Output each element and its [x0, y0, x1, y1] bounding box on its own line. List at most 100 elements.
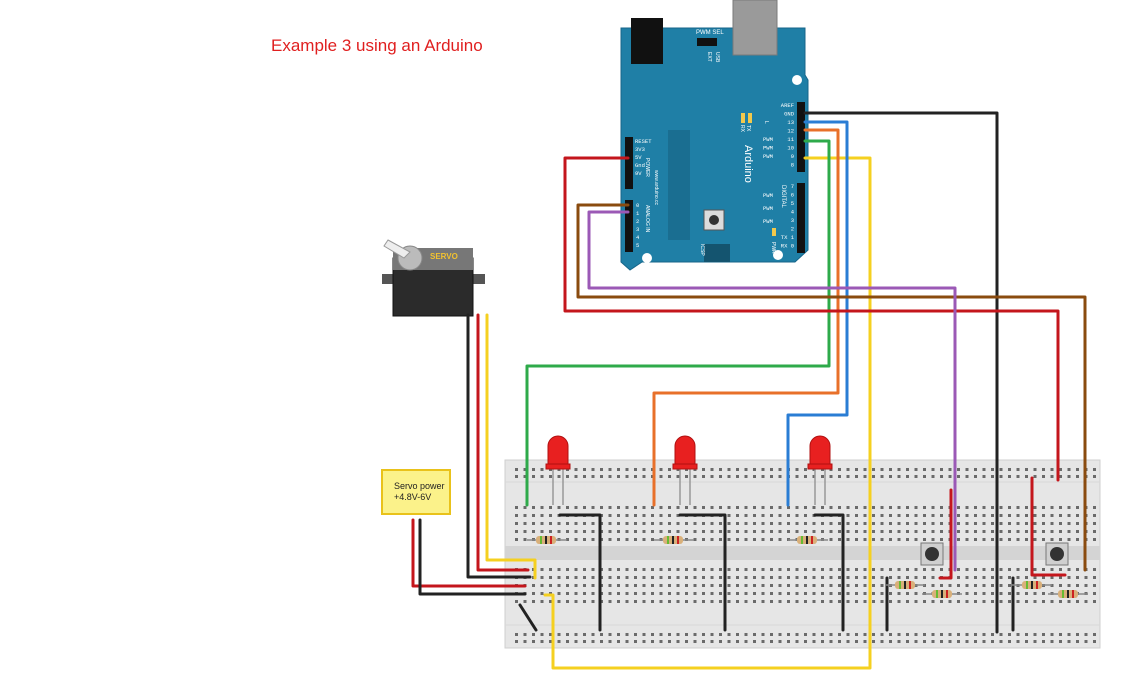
digital-pin-label: TX 1 — [781, 234, 795, 241]
breadboard-holes — [515, 468, 1096, 643]
arduino-board: PWM SEL Arduino www.arduino.cc DIGITAL P… — [620, 0, 809, 271]
digital-pin-label: 7 — [791, 183, 794, 190]
led-2 — [672, 435, 698, 505]
power-pin-label: RESET — [635, 138, 652, 145]
wire-led3-gnd — [813, 513, 845, 632]
icsp-label: ICSP — [699, 244, 705, 256]
usb-label: USB — [714, 52, 720, 63]
power-pin-label: 3V3 — [635, 146, 645, 153]
resistor-7 — [1048, 590, 1088, 598]
reset-button-cap — [709, 215, 719, 225]
digital-header-bottom — [797, 183, 805, 253]
servo-power-line1: Servo power — [394, 481, 445, 491]
pushbutton-2 — [1045, 542, 1069, 566]
power-pin-label: 5V — [635, 154, 642, 161]
resistor-1 — [527, 536, 567, 544]
wire-servo-red — [476, 313, 530, 572]
pwm-mark: PWM — [763, 145, 773, 152]
digital-pin-label: 13 — [787, 119, 794, 126]
rx-led — [748, 113, 752, 123]
digital-label: DIGITAL — [780, 185, 786, 209]
mount-hole-3 — [773, 250, 783, 260]
l-led-label: L — [763, 121, 769, 124]
digital-header-top — [797, 102, 805, 172]
power-label: POWER — [644, 158, 650, 177]
analog-pin-label: 0 — [636, 202, 639, 209]
resistor-3 — [788, 536, 828, 544]
servo-motor: SERVO — [382, 239, 485, 317]
digital-pin-label: 11 — [787, 136, 794, 143]
mount-hole-1 — [792, 75, 802, 85]
pwm-mark: PWM — [763, 205, 773, 212]
digital-pin-label: 10 — [787, 145, 794, 152]
servo-power-note: Servo power +4.8V-6V — [381, 469, 451, 515]
pwm-sel-jumper — [697, 38, 717, 46]
mount-hole-2 — [642, 253, 652, 263]
digital-pin-label: 9 — [791, 153, 794, 160]
wire-servo-black — [466, 313, 532, 579]
pwm-mark: PWM — [763, 218, 773, 225]
led-3 — [807, 435, 833, 505]
pwm-sel-label: PWM SEL — [696, 30, 724, 36]
rx-label: RX — [739, 125, 745, 133]
pwr-led — [772, 228, 776, 236]
pwm-mark: PWM — [763, 192, 773, 199]
usb-connector — [732, 0, 778, 56]
wire-green-pin10 — [525, 139, 831, 507]
wire-btn1-red — [938, 488, 953, 580]
wire-brown-a0 — [576, 203, 1087, 572]
wire-blue-pin12 — [786, 120, 849, 507]
pwm-mark: PWM — [763, 136, 773, 143]
tx-label: TX — [745, 125, 751, 132]
wire-btn2-red — [1030, 476, 1067, 577]
power-header — [625, 137, 633, 189]
digital-pin-label: 5 — [791, 200, 794, 207]
analog-pin-label: 1 — [636, 210, 640, 217]
analog-header — [625, 200, 633, 252]
analog-label: ANALOG IN — [644, 205, 650, 233]
resistor-6 — [1012, 581, 1052, 589]
breadboard-center-channel — [505, 546, 1100, 560]
resistor-5 — [922, 590, 962, 598]
servo-power-line2: +4.8V-6V — [394, 492, 432, 502]
digital-pin-label: AREF — [781, 102, 794, 109]
digital-pin-label: 6 — [791, 192, 794, 199]
analog-pin-label: 2 — [636, 218, 639, 225]
wire-black-gnd — [803, 111, 999, 634]
digital-pin-label: 2 — [791, 226, 794, 233]
power-pin-label: 9V — [635, 170, 642, 177]
resistor-2 — [654, 536, 694, 544]
wires — [411, 111, 1087, 670]
servo-label: SERVO — [430, 252, 458, 261]
analog-pin-label: 4 — [636, 234, 640, 241]
icsp-header — [704, 244, 730, 262]
power-jack — [631, 18, 663, 64]
digital-pin-label: 3 — [791, 217, 794, 224]
wire-yellow-pin9 — [543, 156, 872, 670]
servo-horn — [383, 239, 411, 259]
wire-led1-gnd — [558, 513, 602, 632]
arduino-pcb — [620, 27, 809, 271]
digital-pin-label: 12 — [787, 128, 794, 135]
microcontroller-chip — [668, 130, 690, 240]
pwm-mark: PWM — [763, 153, 773, 160]
tx-led — [741, 113, 745, 123]
wire-led2-gnd — [678, 513, 727, 632]
digital-pin-label: 4 — [791, 209, 795, 216]
breadboard — [504, 459, 1101, 649]
digital-pin-label: 8 — [791, 162, 794, 169]
wire-psu-red — [411, 518, 527, 588]
arduino-website-label: www.arduino.cc — [653, 170, 659, 206]
pushbutton-1 — [920, 542, 944, 566]
page-title: Example 3 using an Arduino — [271, 36, 483, 55]
resistor-4 — [885, 581, 925, 589]
wire-psu-black — [418, 518, 527, 596]
power-pin-label: Gnd — [635, 162, 645, 169]
analog-pin-label: 5 — [636, 242, 639, 249]
analog-pin-label: 3 — [636, 226, 639, 233]
led-1 — [545, 435, 571, 505]
pwr-label: PWR — [770, 242, 776, 254]
wire-orange-pin11 — [652, 128, 840, 507]
